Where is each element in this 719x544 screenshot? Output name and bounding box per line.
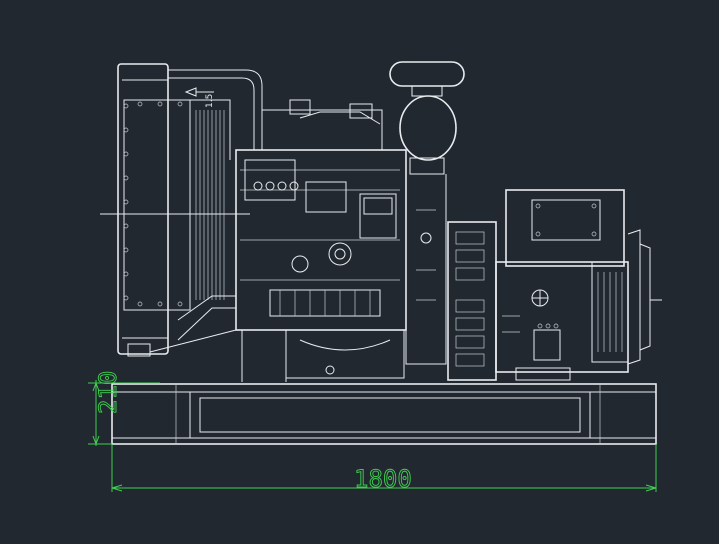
- alternator: [495, 189, 662, 381]
- radiator: 1.5: [117, 63, 225, 357]
- dimension-height-label: 210: [94, 371, 122, 414]
- engine-block: [149, 99, 407, 382]
- air-filter: [389, 61, 465, 365]
- dimension-length: 1800: [111, 444, 657, 493]
- base-frame: [111, 383, 657, 445]
- radiator-bolts: [123, 101, 183, 307]
- flywheel-housing: [447, 221, 497, 381]
- radiator-fins: [195, 110, 225, 300]
- radiator-mark: 1.5: [205, 94, 215, 108]
- flywheel-vents: [455, 231, 485, 367]
- alternator-vents: [597, 272, 623, 352]
- dimension-height: 210: [88, 370, 160, 446]
- dimension-length-label: 1800: [354, 465, 412, 493]
- injector-nozzles: [253, 181, 299, 191]
- coolant-pipe: [100, 69, 263, 215]
